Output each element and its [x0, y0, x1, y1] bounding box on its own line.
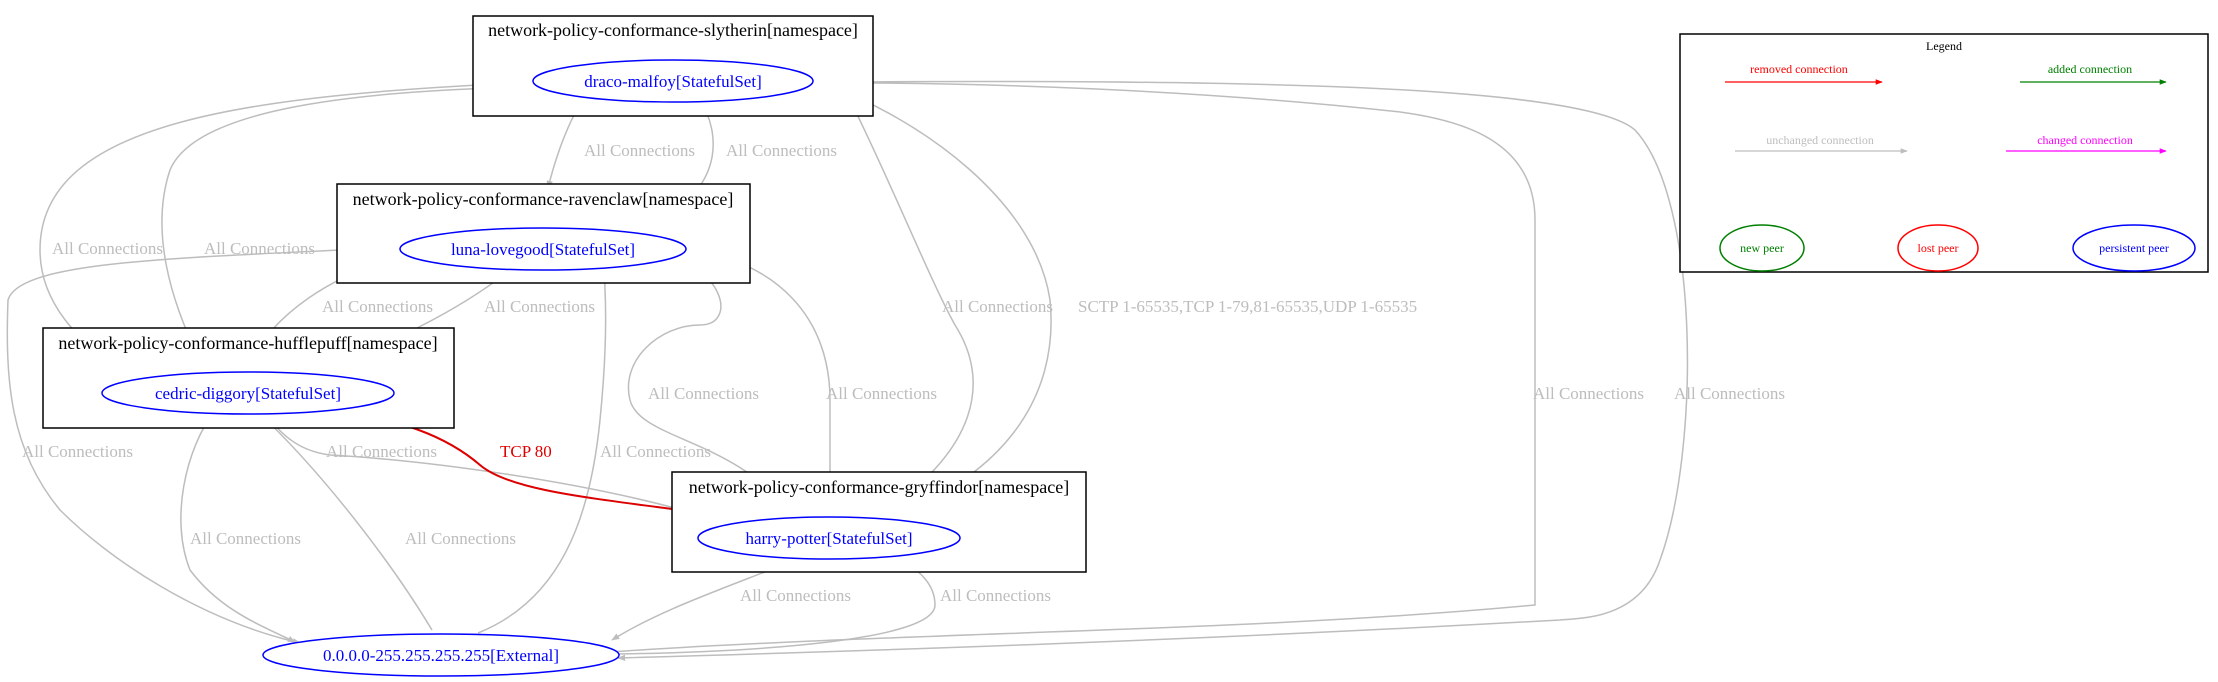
edge-label-external-draco: All Connections — [1533, 384, 1644, 403]
edge-label-external-harry: All Connections — [940, 586, 1051, 605]
namespace-gryffindor: network-policy-conformance-gryffindor[na… — [671, 471, 1087, 573]
edge-label-cedric-external: All Connections — [190, 529, 301, 548]
legend-peer-ellipse — [1897, 224, 1979, 272]
edge-label-draco-external: All Connections — [1674, 384, 1785, 403]
peer-node[interactable] — [532, 59, 814, 103]
edge-label-luna-cedric-b: All Connections — [484, 297, 595, 316]
edge-label-harry-luna: All Connections — [648, 384, 759, 403]
namespace-hufflepuff: network-policy-conformance-hufflepuff[na… — [42, 327, 455, 429]
legend-persistent-peer: persistent peer — [2072, 224, 2196, 272]
edge-label-cedric-draco: All Connections — [204, 239, 315, 258]
edge-label-draco-cedric: All Connections — [52, 239, 163, 258]
namespace-slytherin: network-policy-conformance-slytherin[nam… — [472, 15, 874, 117]
legend-peer-ellipse — [1719, 224, 1805, 272]
legend: Legend removed connection added connecti… — [1679, 33, 2209, 273]
edge-external-to-draco — [609, 79, 1536, 653]
edge-label-luna-harry: All Connections — [826, 384, 937, 403]
edge-cedric-to-external — [180, 409, 296, 643]
legend-label: lost peer — [1918, 241, 1959, 255]
edge-label-luna-draco: All Connections — [726, 141, 837, 160]
peer-label: 0.0.0.0-255.255.255.255[External] — [323, 646, 559, 665]
legend-label: new peer — [1740, 241, 1784, 255]
legend-removed-connection: removed connection — [1725, 62, 1883, 85]
legend-label: removed connection — [1750, 62, 1848, 76]
edge-label-harry-cedric: All Connections — [326, 442, 437, 461]
legend-lost-peer: lost peer — [1897, 224, 1979, 272]
namespace-title: network-policy-conformance-slytherin[nam… — [488, 20, 858, 40]
peer-label: draco-malfoy[StatefulSet] — [584, 72, 762, 91]
edge-draco-to-external — [617, 80, 1689, 661]
namespace-ravenclaw: network-policy-conformance-ravenclaw[nam… — [336, 183, 751, 284]
peer-node[interactable] — [697, 516, 961, 560]
edges-unchanged — [6, 76, 1689, 661]
peer-label: harry-potter[StatefulSet] — [745, 529, 912, 548]
edge-label-harry-draco-sctp: SCTP 1-65535,TCP 1-79,81-65535,UDP 1-655… — [1078, 297, 1417, 316]
namespace-title: network-policy-conformance-hufflepuff[na… — [58, 333, 437, 353]
legend-changed-connection: changed connection — [2006, 133, 2167, 154]
edge-label-external-luna: All Connections — [600, 442, 711, 461]
edge-label-external-cedric: All Connections — [405, 529, 516, 548]
legend-peer-ellipse — [2072, 224, 2196, 272]
peer-node[interactable] — [101, 371, 395, 415]
edge-luna-to-external — [6, 245, 421, 645]
edge-label-draco-luna: All Connections — [584, 141, 695, 160]
edge-label-luna-cedric-a: All Connections — [322, 297, 433, 316]
peer-label: cedric-diggory[StatefulSet] — [155, 384, 341, 403]
edge-external-to-cedric — [257, 411, 433, 631]
legend-title: Legend — [1926, 39, 1962, 53]
legend-added-connection: added connection — [2020, 62, 2167, 85]
namespace-title: network-policy-conformance-ravenclaw[nam… — [353, 189, 734, 209]
legend-new-peer: new peer — [1719, 224, 1805, 272]
edge-label-luna-external: All Connections — [22, 442, 133, 461]
edge-labels: All Connections All Connections All Conn… — [22, 141, 1785, 605]
peer-node[interactable] — [262, 633, 620, 677]
legend-label: changed connection — [2037, 133, 2133, 147]
edge-cedric-to-draco — [161, 83, 541, 361]
edge-external-to-harry — [614, 559, 936, 655]
edge-harry-to-draco — [829, 85, 1052, 521]
edge-label-cedric-harry-tcp80: TCP 80 — [500, 442, 552, 461]
namespace-title: network-policy-conformance-gryffindor[na… — [689, 477, 1070, 497]
legend-label: added connection — [2048, 62, 2132, 76]
edge-harry-to-luna — [599, 239, 791, 516]
peer-node[interactable] — [399, 227, 687, 271]
edge-draco-to-cedric — [39, 81, 539, 374]
edge-harry-to-cedric — [259, 406, 701, 516]
legend-label: persistent peer — [2099, 241, 2169, 255]
legend-unchanged-connection: unchanged connection — [1735, 133, 1908, 154]
legend-label: unchanged connection — [1766, 133, 1874, 147]
edge-label-harry-draco: All Connections — [942, 297, 1053, 316]
edge-external-to-luna — [477, 231, 607, 634]
peer-label: luna-lovegood[StatefulSet] — [451, 240, 635, 259]
external-peer: 0.0.0.0-255.255.255.255[External] — [262, 633, 620, 677]
edge-label-harry-external: All Connections — [740, 586, 851, 605]
